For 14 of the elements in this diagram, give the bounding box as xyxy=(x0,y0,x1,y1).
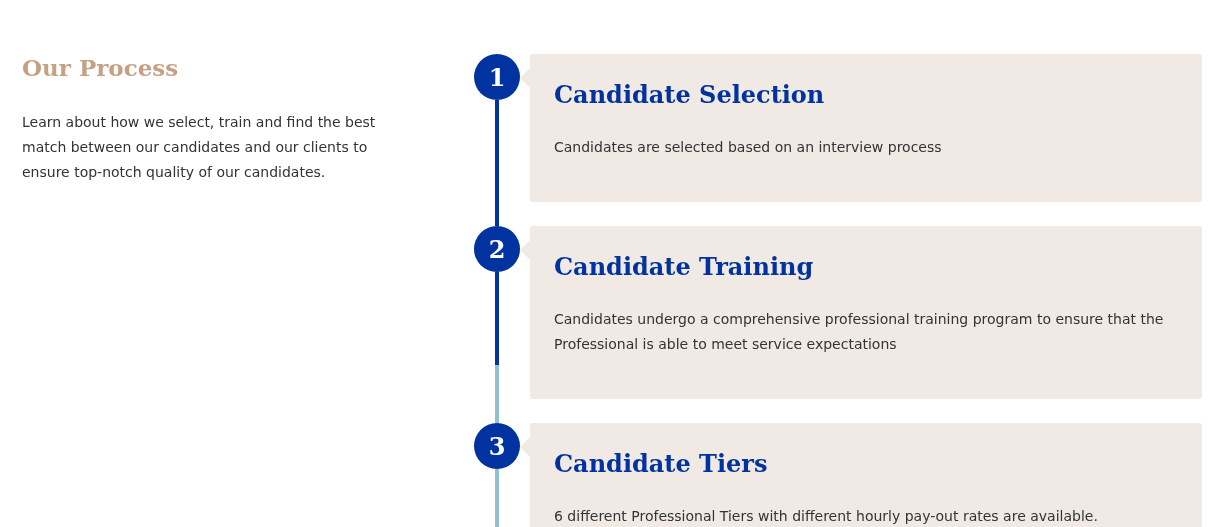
timeline-connector xyxy=(495,272,499,423)
timeline-connector xyxy=(495,469,499,527)
step-heading: Candidate Selection xyxy=(554,80,825,109)
step-description: Candidates undergo a comprehensive professional training program to ensure that the Professional is able to meet service expectations xyxy=(554,310,1164,354)
step-heading: Candidate Training xyxy=(554,252,814,281)
step-number-circle: 1 xyxy=(474,54,520,100)
step-number-circle: 2 xyxy=(474,226,520,272)
step-description: 6 different Professional Tiers with different hourly pay-out rates are available. xyxy=(554,507,1099,526)
timeline-connector xyxy=(495,100,499,226)
step-description: Candidates are selected based on an interview process xyxy=(554,138,943,157)
step-number-circle: 3 xyxy=(474,423,520,469)
intro-paragraph: Learn about how we select, train and find the best match between our candidates and our clients to ensure top-notch quality of our candidates. xyxy=(22,113,377,182)
step-heading: Candidate Tiers xyxy=(554,449,768,478)
section-heading: Our Process xyxy=(22,54,179,81)
